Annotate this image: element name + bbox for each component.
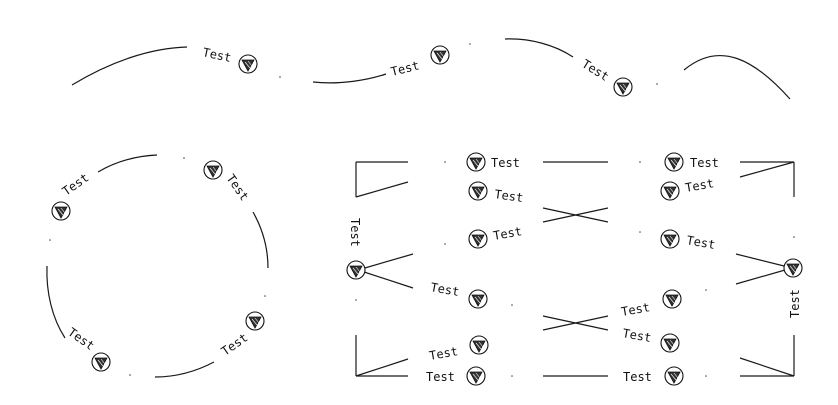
symbol-icon	[468, 229, 488, 249]
symbol-icon	[469, 335, 489, 355]
symbol-icon	[245, 311, 265, 331]
symbol-icon	[468, 181, 488, 201]
grid-label-8: Test	[690, 156, 719, 170]
arc-segment-1	[97, 154, 158, 173]
symbol-icon	[346, 260, 366, 280]
arc-segment-4	[46, 265, 66, 339]
wavy-segment-2	[312, 73, 387, 84]
wavy-segment-1	[71, 46, 188, 86]
pipe-label-1: Test	[201, 45, 232, 65]
symbol-icon	[662, 289, 682, 309]
symbol-icon	[203, 160, 223, 180]
pipe-label-3: Test	[579, 57, 611, 84]
symbol-icon	[466, 152, 486, 172]
symbol-icon	[664, 152, 684, 172]
pipe-label-2: Test	[389, 58, 420, 79]
arc-label-4: Test	[65, 325, 97, 353]
wavy-segment-3	[504, 38, 574, 58]
arc-label-1: Test	[60, 170, 92, 198]
grid-label-1: Test	[491, 156, 520, 170]
grid-label-6: Test	[428, 344, 459, 363]
grid-label-3: Test	[492, 224, 523, 243]
grid-label-11: Test	[788, 289, 802, 318]
arc-segment-3	[154, 361, 215, 378]
symbol-icon	[238, 54, 258, 74]
arc-segment-2	[252, 211, 269, 269]
circular-pipe	[46, 154, 269, 378]
symbol-icon	[664, 366, 684, 386]
symbol-icon	[51, 201, 71, 221]
grid-label-13: Test	[621, 326, 652, 345]
symbol-icon	[466, 366, 486, 386]
grid-label-10: Test	[685, 233, 716, 252]
symbol-icon	[613, 77, 633, 97]
pipe-grid	[355, 161, 795, 377]
grid-label-4: Test	[348, 218, 362, 247]
symbol-icon	[468, 289, 488, 309]
grid-label-14: Test	[623, 370, 652, 384]
symbol-icon	[660, 229, 680, 249]
grid-label-9: Test	[684, 176, 715, 195]
grid-label-5: Test	[429, 280, 460, 299]
symbol-icon	[91, 352, 111, 372]
arc-label-2: Test	[224, 172, 252, 204]
grid-label-7: Test	[426, 370, 455, 384]
arc-label-3: Test	[219, 330, 251, 358]
symbol-icon	[430, 45, 450, 65]
grid-label-2: Test	[494, 187, 525, 205]
grid-label-12: Test	[620, 300, 651, 319]
symbol-icon	[783, 258, 803, 278]
symbol-icon	[660, 181, 680, 201]
wavy-segment-4	[683, 54, 791, 100]
symbol-icon	[660, 333, 680, 353]
wavy-pipe	[71, 38, 791, 100]
